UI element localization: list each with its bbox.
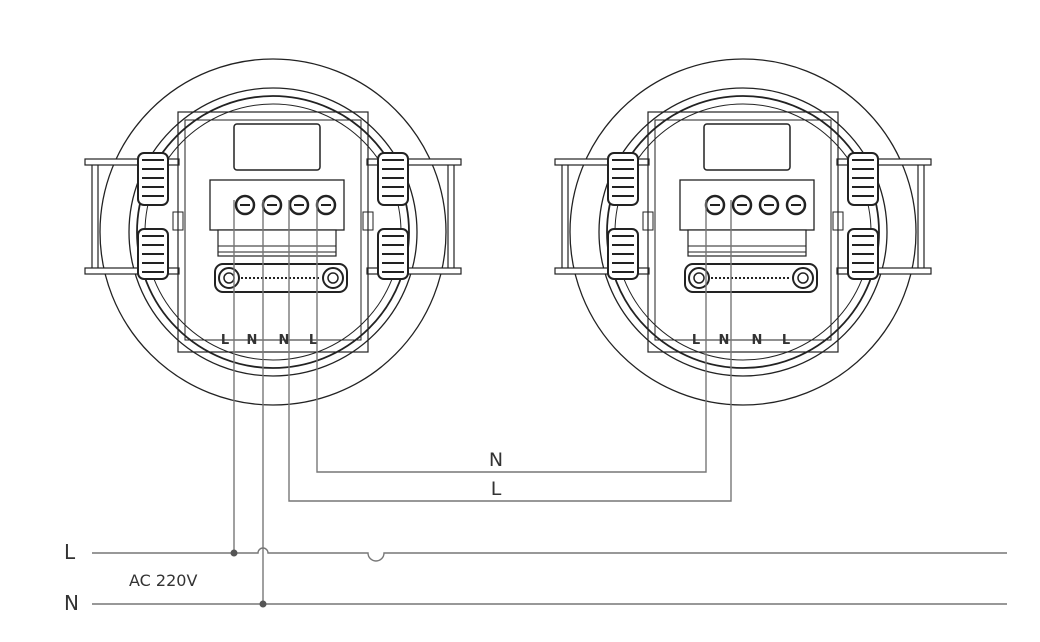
crossover-wires: [288, 200, 732, 502]
sensor-left-terminal-label: L: [221, 333, 229, 348]
sensor-left-terminal-label: N: [279, 333, 290, 348]
sensor-left: [83, 57, 463, 407]
junction-dot-n: [259, 600, 267, 608]
sensor-left-terminal-label: L: [309, 333, 317, 348]
junction-dot-l: [230, 549, 238, 557]
crossover-line-label: L: [491, 478, 502, 500]
sensor-right-terminal-label: L: [782, 333, 790, 348]
sensor-right-terminal-label: N: [719, 333, 730, 348]
sensor-right-terminal-label: L: [692, 333, 700, 348]
sensor-left-terminal-label: N: [247, 333, 258, 348]
sensor-right-terminal-label: N: [752, 333, 763, 348]
supply-neutral-label: N: [64, 591, 79, 615]
sensor-right: [553, 57, 933, 407]
supply-voltage-label: AC 220V: [129, 571, 197, 590]
supply-line-label: L: [64, 540, 76, 564]
supply-wires: [92, 200, 1007, 605]
crossover-neutral-label: N: [489, 449, 503, 471]
